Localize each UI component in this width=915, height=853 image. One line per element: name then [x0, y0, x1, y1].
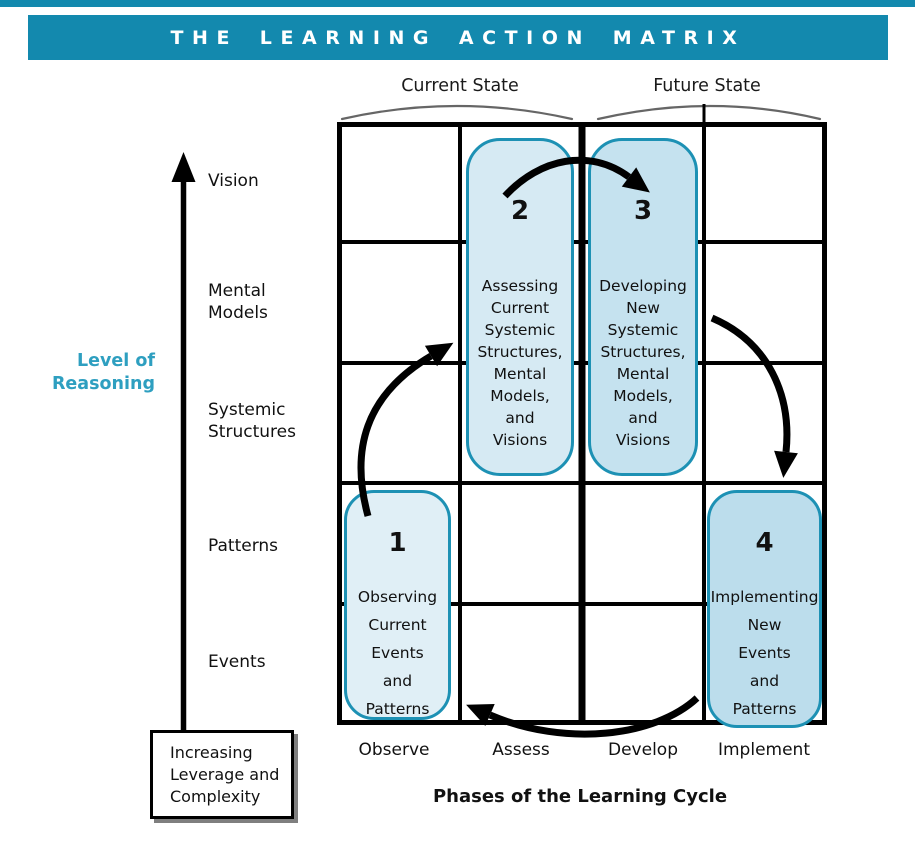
arrow-assess-to-develop-head — [621, 167, 650, 193]
box-4-number: 4 — [755, 528, 774, 558]
future-state-label: Future State — [653, 76, 761, 96]
phase-label-observe: Observe — [358, 740, 430, 760]
level-label-events: Events — [208, 652, 266, 672]
page-title: THE LEARNING ACTION MATRIX — [170, 26, 746, 49]
title-banner: THE LEARNING ACTION MATRIX — [28, 15, 888, 60]
x-axis-caption: Phases of the Learning Cycle — [432, 786, 728, 807]
phase-label-develop: Develop — [608, 740, 678, 760]
arrow-observe-to-assess — [357, 352, 433, 517]
box-2-number: 2 — [510, 196, 530, 226]
arrow-implement-to-observe-head — [466, 704, 495, 726]
arrow-develop-to-implement — [710, 314, 791, 453]
phase-label-implement: Implement — [717, 740, 810, 760]
grid-outer-border — [337, 122, 827, 725]
current-state-brace — [340, 104, 574, 121]
arrow-observe-to-assess-head — [424, 342, 454, 367]
current-state-label: Current State — [401, 76, 519, 96]
phase-label-assess: Assess — [492, 740, 550, 760]
top-rule — [0, 0, 915, 7]
level-label-patterns: Patterns — [208, 536, 279, 556]
box-1-number: 1 — [388, 528, 407, 558]
future-state-brace — [596, 104, 822, 121]
y-axis-arrow-head — [171, 152, 196, 182]
box-3-number: 3 — [633, 196, 653, 226]
arrow-develop-to-implement-head — [774, 450, 798, 478]
level-label-vision: Vision — [208, 171, 259, 191]
arrow-implement-to-observe — [488, 695, 700, 738]
arrow-assess-to-develop — [502, 156, 632, 199]
